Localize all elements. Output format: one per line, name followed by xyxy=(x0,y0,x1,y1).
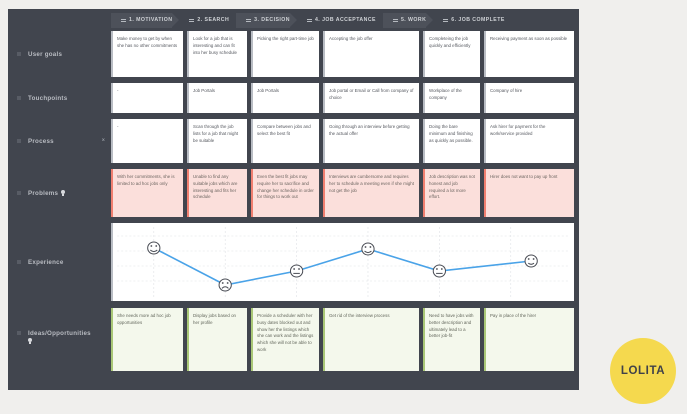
drag-handle-icon[interactable] xyxy=(189,18,195,23)
row-label-text: Ideas/Opportunities xyxy=(28,330,91,337)
drag-handle-icon[interactable] xyxy=(121,18,126,23)
lane-problems: With her commitments, she is limited to … xyxy=(111,169,574,217)
card-ideas-1[interactable]: She needs more ad hoc job opportunities xyxy=(111,308,183,371)
card-touchpoints-2[interactable]: Job Portals xyxy=(187,83,247,113)
card-touchpoints-3[interactable]: Job Portals xyxy=(251,83,319,113)
card-process-4[interactable]: Going through an interview before gettin… xyxy=(323,119,419,163)
lightbulb-icon xyxy=(28,338,95,344)
card-problems-6[interactable]: Hirer does not want to pay up front xyxy=(484,169,574,217)
board-body: User goals Touchpoints Process × Problem… xyxy=(8,31,579,390)
card-problems-4[interactable]: Interviews are cumbersome and requires h… xyxy=(323,169,419,217)
card-problems-3[interactable]: Even the best fit jobs may require her t… xyxy=(251,169,319,217)
card-touchpoints-4[interactable]: Job portal or Email or Call from company… xyxy=(323,83,419,113)
drag-handle-icon[interactable] xyxy=(246,18,252,23)
card-touchpoints-5[interactable]: Workplace of the company xyxy=(423,83,480,113)
lightbulb-icon xyxy=(61,190,66,196)
experience-line xyxy=(153,247,532,286)
phase-chevron-6[interactable]: 6. JOB COMPLETE xyxy=(433,13,504,28)
phase-chevron-1[interactable]: 1. MOTIVATION xyxy=(111,12,180,28)
card-ideas-3[interactable]: Provide a scheduler with her busy dates … xyxy=(251,308,319,371)
drag-handle-icon[interactable] xyxy=(443,18,449,23)
phase-chevron-3[interactable]: 3. DECISION xyxy=(236,12,297,28)
row-handle-icon[interactable] xyxy=(17,52,21,56)
phase-label: 6. JOB COMPLETE xyxy=(451,17,505,23)
row-label-touchpoints[interactable]: Touchpoints xyxy=(8,83,111,113)
card-user-goals-4[interactable]: Accepting the job offer xyxy=(323,31,419,77)
phase-label: 5. WORK xyxy=(400,17,427,23)
marker-happy-1 xyxy=(147,241,161,255)
lane-process: - Scan through the job lists for a job t… xyxy=(111,119,574,163)
lane-user-goals: Make money to get by when she has no oth… xyxy=(111,31,574,77)
card-problems-2[interactable]: Unable to find any suitable jobs which a… xyxy=(187,169,247,217)
row-label-text: Problems xyxy=(28,189,59,197)
phase-label: 4. JOB ACCEPTANCE xyxy=(314,17,376,23)
card-ideas-4[interactable]: Get rid of the interview process xyxy=(323,308,419,371)
marker-sad-2 xyxy=(218,278,232,292)
card-ideas-6[interactable]: Pay in place of the hirer xyxy=(484,308,574,371)
phase-label: 2. SEARCH xyxy=(197,17,230,23)
phase-strip: 1. MOTIVATION 2. SEARCH 3. DECISION 4. J… xyxy=(111,12,512,28)
lane-ideas-opportunities: She needs more ad hoc job opportunities … xyxy=(111,308,574,371)
marker-happy-4 xyxy=(361,242,375,256)
card-process-6[interactable]: Ask hirer for payment for the work/servi… xyxy=(484,119,574,163)
experience-chart-svg xyxy=(117,227,570,297)
close-icon[interactable]: × xyxy=(101,137,105,144)
phase-chevron-2[interactable]: 2. SEARCH xyxy=(179,13,229,28)
card-ideas-2[interactable]: Display jobs based on her profile xyxy=(187,308,247,371)
card-process-5[interactable]: Doing the bare minimum and finishing as … xyxy=(423,119,480,163)
card-process-1[interactable]: - xyxy=(111,119,183,163)
row-label-user-goals[interactable]: User goals xyxy=(8,31,111,77)
row-label-text: Process xyxy=(28,137,54,145)
lane-experience xyxy=(111,223,574,301)
row-label-process[interactable]: Process × xyxy=(8,119,111,163)
phase-label: 3. DECISION xyxy=(254,17,290,23)
card-user-goals-5[interactable]: Completeing the job quickly and efficien… xyxy=(423,31,480,77)
phase-chevron-5[interactable]: 5. WORK xyxy=(382,12,434,28)
card-user-goals-6[interactable]: Receiving payment as soon as possible xyxy=(484,31,574,77)
row-label-experience[interactable]: Experience xyxy=(8,223,111,301)
row-label-problems[interactable]: Problems xyxy=(8,169,111,217)
lanes-container: Make money to get by when she has no oth… xyxy=(111,31,582,390)
row-handle-icon[interactable] xyxy=(17,260,21,264)
drag-handle-icon[interactable] xyxy=(392,18,398,23)
card-user-goals-3[interactable]: Picking the right part-time job xyxy=(251,31,319,77)
card-ideas-5[interactable]: Need to have jobs with better descriptio… xyxy=(423,308,480,371)
row-label-text: Touchpoints xyxy=(28,94,68,102)
row-handle-icon[interactable] xyxy=(17,191,21,195)
lane-touchpoints: - Job Portals Job Portals Job portal or … xyxy=(111,83,574,113)
card-problems-1[interactable]: With her commitments, she is limited to … xyxy=(111,169,183,217)
row-handle-icon[interactable] xyxy=(17,331,21,335)
row-handle-icon[interactable] xyxy=(17,139,21,143)
row-handle-icon[interactable] xyxy=(17,96,21,100)
card-user-goals-1[interactable]: Make money to get by when she has no oth… xyxy=(111,31,183,77)
marker-slight-smile-6 xyxy=(524,254,538,268)
row-label-ideas-opportunities[interactable]: Ideas/Opportunities xyxy=(8,308,111,371)
row-label-text: User goals xyxy=(28,50,63,58)
row-label-sidebar: User goals Touchpoints Process × Problem… xyxy=(8,31,111,390)
card-process-2[interactable]: Scan through the job lists for a job tha… xyxy=(187,119,247,163)
card-problems-5[interactable]: Job description was not honest and job r… xyxy=(423,169,480,217)
marker-neutral-5 xyxy=(432,264,447,278)
lolita-badge[interactable]: LOLITA xyxy=(610,338,676,404)
phase-header-row: 1. MOTIVATION 2. SEARCH 3. DECISION 4. J… xyxy=(8,9,579,31)
phase-label: 1. MOTIVATION xyxy=(129,17,173,23)
card-touchpoints-1[interactable]: - xyxy=(111,83,183,113)
chart-gridlines xyxy=(117,227,570,297)
experience-markers xyxy=(147,241,538,292)
drag-handle-icon[interactable] xyxy=(306,18,312,23)
marker-neutral-3 xyxy=(289,264,304,278)
phase-chevron-4[interactable]: 4. JOB ACCEPTANCE xyxy=(297,13,376,28)
row-label-text: Experience xyxy=(28,258,64,266)
card-touchpoints-6[interactable]: Company of hire xyxy=(484,83,574,113)
card-process-3[interactable]: Compare between jobs and select the best… xyxy=(251,119,319,163)
card-user-goals-2[interactable]: Look for a job that is interesting and c… xyxy=(187,31,247,77)
experience-chart[interactable] xyxy=(111,223,574,301)
journey-map-board: 1. MOTIVATION 2. SEARCH 3. DECISION 4. J… xyxy=(8,9,579,390)
